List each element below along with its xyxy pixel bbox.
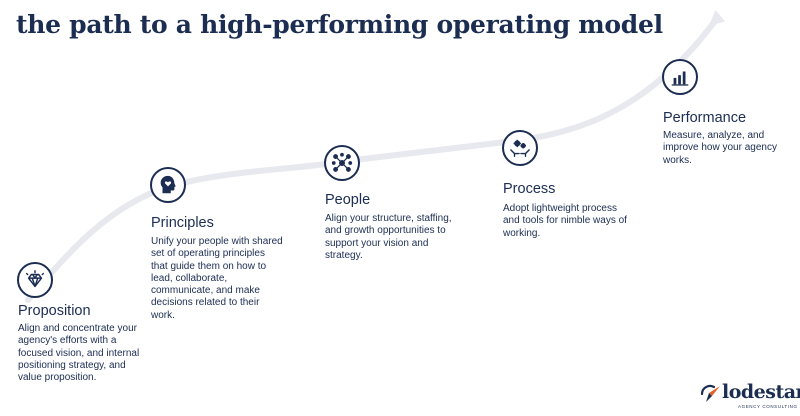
stage-description-people: Align your structure, staffing, and grow… [325,213,452,261]
bar-chart-icon [662,59,698,95]
compass-star-icon [700,384,720,402]
head-heart-icon [150,167,186,203]
stage-title-principles: Principles [151,215,214,231]
diamond-icon [17,262,53,298]
stage-title-performance: Performance [663,110,747,126]
stage-description-proposition: Align and concentrate your agency's effo… [18,323,140,384]
hands-gears-icon [502,130,538,166]
stage-description-process: Adopt lightweight process and tools for … [503,203,627,239]
stage-title-proposition: Proposition [18,303,91,319]
stage-title-people: People [325,192,371,208]
lodestar-logo: lodestar AGENCY CONSULTING [700,381,800,412]
logo-wordmark: lodestar [722,381,800,403]
stage-title-process: Process [503,181,556,197]
stage-description-principles: Unify your people with shared set of ope… [151,236,283,321]
logo-tagline: AGENCY CONSULTING [738,404,798,409]
stage-description-performance: Measure, analyze, and improve how your a… [663,130,777,166]
page-title: the path to a high-performing operating … [16,10,663,39]
people-network-icon [324,145,360,181]
